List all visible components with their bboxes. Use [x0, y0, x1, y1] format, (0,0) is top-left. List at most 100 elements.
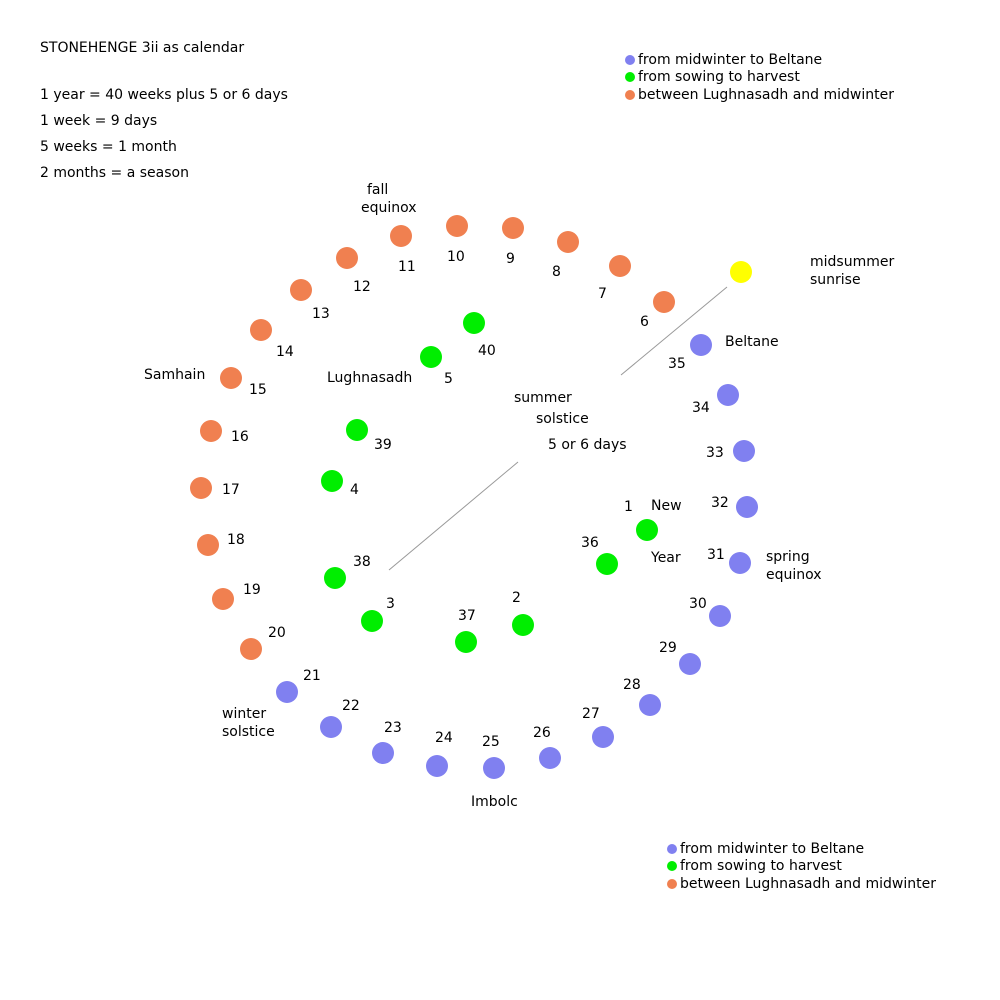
week-number-label: 13 — [312, 306, 330, 322]
week-dot-7 — [609, 255, 631, 277]
week-number-label: 32 — [711, 495, 729, 511]
week-number-label: 21 — [303, 668, 321, 684]
week-number-label: 17 — [222, 482, 240, 498]
new-year-label: Year — [651, 550, 681, 566]
week-number-label: 8 — [552, 264, 561, 280]
week-dot-32 — [736, 496, 758, 518]
week-dot-15 — [220, 367, 242, 389]
week-dot-21 — [276, 681, 298, 703]
week-number-label: 6 — [640, 314, 649, 330]
week-dot-40 — [463, 312, 485, 334]
midsummer-sunrise-label: sunrise — [810, 272, 861, 288]
week-dot-20 — [240, 638, 262, 660]
fact-line: 5 weeks = 1 month — [40, 139, 177, 155]
week-number-label: 19 — [243, 582, 261, 598]
week-dot-29 — [679, 653, 701, 675]
week-dot-16 — [200, 420, 222, 442]
legend-dot-orange — [625, 90, 635, 100]
week-dot-28 — [639, 694, 661, 716]
week-number-label: 20 — [268, 625, 286, 641]
week-dot-5 — [420, 346, 442, 368]
samhain-label: Samhain — [144, 367, 206, 383]
week-dot-19 — [212, 588, 234, 610]
week-number-label: 22 — [342, 698, 360, 714]
week-dot-27 — [592, 726, 614, 748]
week-dot-39 — [346, 419, 368, 441]
week-dot-11 — [390, 225, 412, 247]
page-title: STONEHENGE 3ii as calendar — [40, 40, 245, 56]
winter-solstice-label: winter — [222, 706, 267, 722]
midsummer-sunrise-label: midsummer — [810, 254, 895, 270]
week-number-label: 29 — [659, 640, 677, 656]
lughnasadh-label: Lughnasadh — [327, 370, 413, 386]
week-number-label: 33 — [706, 445, 724, 461]
fact-line: 2 months = a season — [40, 165, 189, 181]
week-dot-2 — [512, 614, 534, 636]
week-number-label: 25 — [482, 734, 500, 750]
week-dot-26 — [539, 747, 561, 769]
week-number-label: 34 — [692, 400, 710, 416]
fall-equinox-label: equinox — [361, 200, 417, 216]
week-number-label: 4 — [350, 482, 359, 498]
week-dot-18 — [197, 534, 219, 556]
week-number-label: 5 — [444, 371, 453, 387]
extra-days-label: 5 or 6 days — [548, 437, 627, 453]
week-dot-37 — [455, 631, 477, 653]
winter-solstice-label: solstice — [222, 724, 275, 740]
legend-label: from sowing to harvest — [638, 69, 800, 85]
week-number-label: 30 — [689, 596, 707, 612]
week-number-label: 2 — [512, 590, 521, 606]
week-number-label: 18 — [227, 532, 245, 548]
week-dot-38 — [324, 567, 346, 589]
summer-solstice-label: summer — [514, 390, 572, 406]
week-number-label: 39 — [374, 437, 392, 453]
week-dot-12 — [336, 247, 358, 269]
week-dot-1 — [636, 519, 658, 541]
beltane-label: Beltane — [725, 334, 779, 350]
week-number-label: 16 — [231, 429, 249, 445]
week-dot-34 — [717, 384, 739, 406]
week-number-label: 12 — [353, 279, 371, 295]
week-number-label: 3 — [386, 596, 395, 612]
new-year-label: New — [651, 498, 682, 514]
fall-equinox-label: fall — [367, 182, 389, 198]
legend-dot-orange — [667, 879, 677, 889]
lower-axis-line — [388, 461, 519, 571]
week-dot-17 — [190, 477, 212, 499]
fact-line: 1 year = 40 weeks plus 5 or 6 days — [40, 87, 288, 103]
week-dot-13 — [290, 279, 312, 301]
week-dot-22 — [320, 716, 342, 738]
week-number-label: 36 — [581, 535, 599, 551]
week-number-label: 26 — [533, 725, 551, 741]
week-number-label: 10 — [447, 249, 465, 265]
week-number-label: 11 — [398, 259, 416, 275]
week-dot-36 — [596, 553, 618, 575]
week-number-label: 35 — [668, 356, 686, 372]
week-dot-24 — [426, 755, 448, 777]
legend-dot-green — [667, 861, 677, 871]
summer-solstice-label: solstice — [536, 411, 589, 427]
week-dot-30 — [709, 605, 731, 627]
week-number-label: 38 — [353, 554, 371, 570]
week-dot-35 — [690, 334, 712, 356]
week-number-label: 24 — [435, 730, 453, 746]
week-dot-33 — [733, 440, 755, 462]
legend-dot-green — [625, 72, 635, 82]
week-dot-6 — [653, 291, 675, 313]
upper-axis-line — [620, 286, 728, 376]
week-number-label: 40 — [478, 343, 496, 359]
week-dot-4 — [321, 470, 343, 492]
week-number-label: 27 — [582, 706, 600, 722]
week-number-label: 15 — [249, 382, 267, 398]
midsummer-sunrise-marker — [730, 261, 752, 283]
week-number-label: 28 — [623, 677, 641, 693]
week-dot-23 — [372, 742, 394, 764]
week-number-label: 9 — [506, 251, 515, 267]
week-number-label: 23 — [384, 720, 402, 736]
fact-line: 1 week = 9 days — [40, 113, 158, 129]
spring-equinox-label: equinox — [766, 567, 822, 583]
week-dot-14 — [250, 319, 272, 341]
legend-dot-blue — [625, 55, 635, 65]
